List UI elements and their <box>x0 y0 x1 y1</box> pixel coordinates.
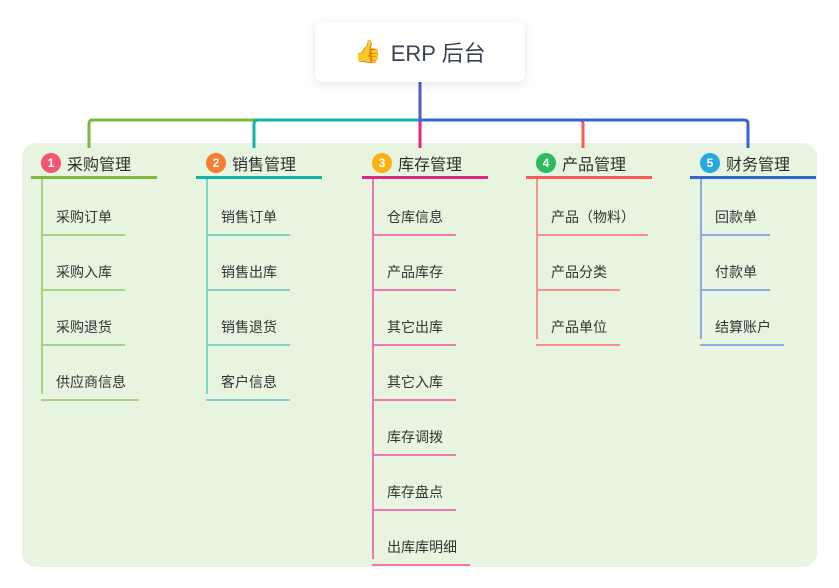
branch-spine <box>41 179 43 394</box>
branch-label: 库存管理 <box>398 157 463 174</box>
branch-node-purchase[interactable]: 1 采购管理 <box>31 150 157 179</box>
branch-label: 销售管理 <box>232 157 297 174</box>
branch-node-finance[interactable]: 5 财务管理 <box>690 150 816 179</box>
child-node[interactable]: 回款单 <box>700 197 770 236</box>
root-node-label: ERP 后台 <box>390 41 486 66</box>
child-node[interactable]: 采购退货 <box>41 307 125 346</box>
child-node[interactable]: 客户信息 <box>206 362 290 401</box>
branch-node-sales[interactable]: 2 销售管理 <box>196 150 322 179</box>
child-node[interactable]: 产品单位 <box>536 307 620 346</box>
branch-spine <box>536 179 538 339</box>
child-node[interactable]: 采购订单 <box>41 197 125 236</box>
child-node[interactable]: 仓库信息 <box>372 197 456 236</box>
child-node[interactable]: 库存盘点 <box>372 472 456 511</box>
child-node[interactable]: 供应商信息 <box>41 362 139 401</box>
root-node[interactable]: 👍 ERP 后台 <box>315 22 525 82</box>
badge-2: 2 <box>206 153 226 173</box>
child-node[interactable]: 其它出库 <box>372 307 456 346</box>
branch-spine <box>206 179 208 394</box>
child-node[interactable]: 销售订单 <box>206 197 290 236</box>
badge-5: 5 <box>700 153 720 173</box>
child-node[interactable]: 采购入库 <box>41 252 125 291</box>
branch-spine <box>700 179 702 339</box>
branch-label: 财务管理 <box>726 157 791 174</box>
child-node[interactable]: 出库库明细 <box>372 527 470 566</box>
badge-3: 3 <box>372 153 392 173</box>
branch-label: 产品管理 <box>562 157 627 174</box>
child-node[interactable]: 库存调拨 <box>372 417 456 456</box>
branch-node-inventory[interactable]: 3 库存管理 <box>362 150 488 179</box>
child-node[interactable]: 结算账户 <box>700 307 784 346</box>
branch-spine <box>372 179 374 559</box>
child-node[interactable]: 产品（物料） <box>536 197 648 236</box>
thumbs-up-icon: 👍 <box>354 39 382 64</box>
badge-1: 1 <box>41 153 61 173</box>
child-node[interactable]: 产品分类 <box>536 252 620 291</box>
branch-label: 采购管理 <box>67 157 132 174</box>
child-node[interactable]: 付款单 <box>700 252 770 291</box>
child-node[interactable]: 销售出库 <box>206 252 290 291</box>
child-node[interactable]: 产品库存 <box>372 252 456 291</box>
child-node[interactable]: 其它入库 <box>372 362 456 401</box>
child-node[interactable]: 销售退货 <box>206 307 290 346</box>
branch-node-product[interactable]: 4 产品管理 <box>526 150 652 179</box>
badge-4: 4 <box>536 153 556 173</box>
branches-background-panel <box>22 143 817 567</box>
